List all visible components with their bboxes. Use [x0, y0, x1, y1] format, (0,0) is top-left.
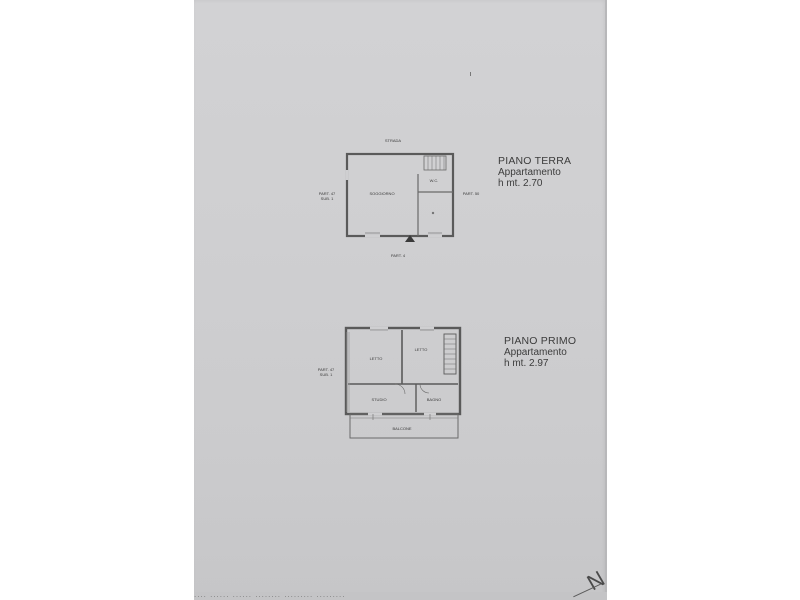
first-room-bathroom: BAGNO [427, 397, 441, 402]
ground-right-label: PART. 50 [463, 191, 480, 196]
ground-top-label: STRADA [385, 138, 402, 143]
ground-left-label-1: PART. 47 [319, 191, 336, 196]
paper-edge [605, 0, 607, 600]
ground-room-wc: W.C. [430, 178, 439, 183]
entrance-arrow-icon [405, 235, 415, 242]
first-floor-title: PIANO PRIMO [504, 335, 577, 347]
ground-floor-outer-wall [345, 152, 455, 238]
first-floor-outer-wall [344, 326, 462, 416]
ground-floor-caption: PIANO TERRA Appartamento h mt. 2.70 [498, 155, 572, 190]
door-swing-1 [394, 383, 406, 395]
first-room-study: STUDIO [371, 397, 386, 402]
ground-bottom-label: PART. 4 [391, 253, 406, 258]
first-floor-plan: LETTO LETTO STUDIO BAGNO BALCONE PART. 4… [318, 326, 462, 439]
footer-text: .... ...... ...... ........ ......... ..… [194, 592, 346, 599]
ground-left-label-2: SUB. 1 [321, 196, 334, 201]
first-room-balcony: BALCONE [392, 426, 411, 431]
first-room-bedroom-2: LETTO [415, 347, 428, 352]
first-floor-subtitle: Appartamento [504, 347, 567, 358]
ground-floor-height: h mt. 2.70 [498, 178, 543, 189]
ground-floor-title: PIANO TERRA [498, 155, 572, 167]
first-floor-height: h mt. 2.97 [504, 358, 549, 369]
first-left-label-1: PART. 47 [318, 367, 335, 372]
first-floor-stairs [443, 333, 457, 375]
ground-room-living: SOGGIORNO [369, 191, 394, 196]
first-room-bedroom-1: LETTO [370, 356, 383, 361]
door-swing-2 [419, 383, 430, 394]
ground-floor-plan: STRADA SOGGIORNO W.C. PART. 47 SUB. 1 PA… [319, 138, 480, 258]
ground-floor-subtitle: Appartamento [498, 167, 561, 178]
first-floor-caption: PIANO PRIMO Appartamento h mt. 2.97 [504, 335, 577, 370]
footer-strip: .... ...... ...... ........ ......... ..… [194, 592, 607, 600]
first-left-label-2: SUB. 1 [320, 372, 333, 377]
paper-sheet [194, 0, 607, 600]
ground-floor-stairs [423, 155, 447, 171]
scan-mark [470, 72, 471, 76]
balcony-outline [349, 413, 459, 439]
